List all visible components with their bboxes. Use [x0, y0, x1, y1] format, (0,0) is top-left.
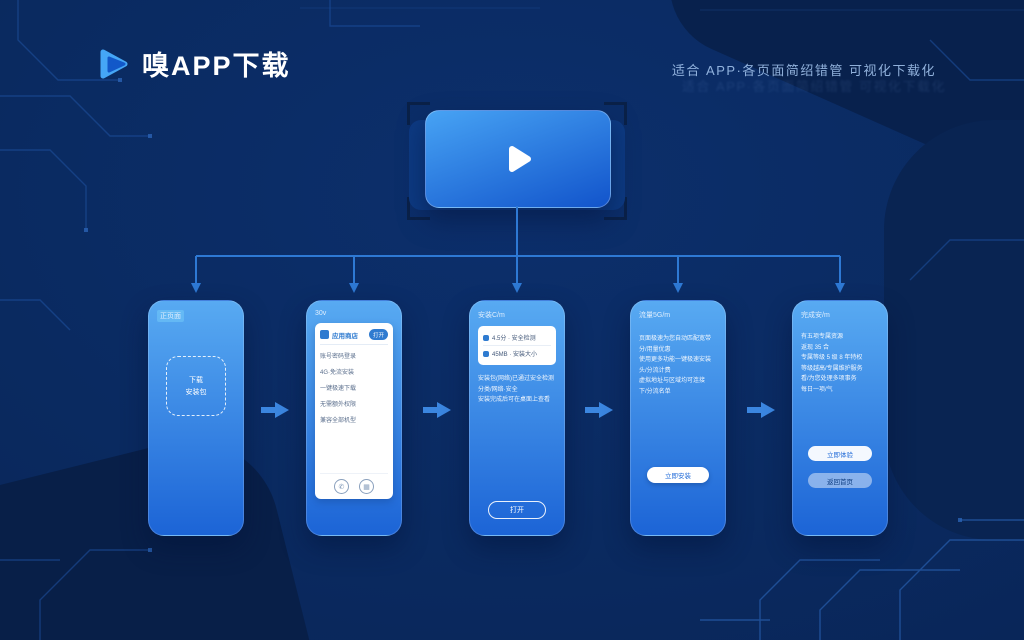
store-row: 账号密码登录 — [320, 353, 357, 360]
phone-step-4: 流量5G/m 页面极速为您自动匹配宽带 分/用量优惠 使用更多功能一键极速安装 … — [630, 300, 726, 536]
rating-card: 4.5分 · 安全检测 45MB · 安装大小 — [478, 326, 556, 365]
tagline-text: 适合 APP·各页面简绍错管 可视化下载化 — [671, 63, 936, 78]
phone-step-2: 30v 应用商店 打开 账号密码登录 4G·免流安装 一键极速下载 无需额外权限… — [306, 300, 402, 536]
phone-step-1: 正页面 下载 安装包 — [148, 300, 244, 536]
dropzone-line-2: 安装包 — [185, 389, 207, 396]
info-line: 下/分流名单 — [639, 388, 671, 395]
video-card-group — [407, 102, 627, 220]
bullet-icon — [483, 350, 489, 357]
divider — [320, 344, 388, 345]
app-avatar-icon — [320, 330, 329, 339]
info-line: 安装包(网络)已通过安全检测 — [478, 376, 554, 382]
frame-bracket-top-left-icon — [407, 102, 430, 125]
frame-bracket-bottom-left-icon — [407, 197, 430, 220]
info-line: 分/用量优惠 — [639, 346, 671, 353]
store-card: 应用商店 打开 账号密码登录 4G·免流安装 一键极速下载 无需额外权限 兼容全… — [315, 323, 393, 499]
video-card[interactable] — [425, 110, 611, 208]
phone-2-label: 30v — [315, 310, 327, 317]
phone-step-3: 安装C/m 4.5分 · 安全检测 45MB · 安装大小 安装包(网络)已通过… — [469, 300, 565, 536]
info-line: 等级越高/专属维护服务 — [801, 365, 863, 372]
store-open-button[interactable]: 打开 — [368, 329, 388, 340]
primary-action-button[interactable]: 立即体验 — [808, 446, 872, 461]
info-line: 分类/网络·安全 — [478, 386, 518, 393]
phone-5-label: 完成安/m — [801, 312, 830, 319]
bullet-icon — [483, 334, 489, 341]
rating-row: 45MB · 安装大小 — [492, 352, 538, 358]
store-row: 一键极速下载 — [320, 385, 357, 392]
frame-bracket-bottom-right-icon — [604, 197, 627, 220]
info-line: 专属等级 5 级 8 年特权 — [801, 355, 863, 361]
flow-arrow-right-icon — [584, 400, 614, 420]
install-button[interactable]: 立即安装 — [647, 467, 709, 483]
info-line: 看/为您处理多项事务 — [801, 376, 857, 382]
rating-row: 4.5分 · 安全检测 — [492, 336, 536, 342]
frame-bracket-top-right-icon — [604, 102, 627, 125]
flow-arrow-right-icon — [746, 400, 776, 420]
info-line: 使用更多功能一键极速安装 — [639, 357, 712, 363]
store-app-name: 应用商店 — [332, 332, 358, 340]
info-line: 虚拟地址与区域均可连接 — [639, 378, 706, 384]
dropzone-line-1: 下载 — [189, 377, 203, 384]
info-line: 页面极速为您自动匹配宽带 — [639, 336, 712, 342]
phone-3-label: 安装C/m — [478, 312, 505, 319]
phone-4-label: 流量5G/m — [639, 312, 671, 319]
info-line: 有五项专属资源 — [801, 334, 844, 340]
flow-arrow-right-icon — [422, 400, 452, 420]
phone-icon: ✆ — [334, 479, 349, 494]
play-logo-icon — [100, 49, 128, 78]
info-line: 安装完成后可在桌面上查看 — [478, 397, 551, 403]
store-row: 4G·免流安装 — [320, 369, 355, 376]
info-line: 每日一项/气 — [801, 386, 833, 393]
download-dropzone[interactable]: 下载 安装包 — [166, 356, 226, 416]
app-logo: 嗅APP下载 — [96, 44, 291, 83]
phone-1-label: 正页面 — [157, 310, 184, 322]
logo-text: 嗅APP下载 — [142, 51, 291, 81]
phone-step-5: 完成安/m 有五项专属资源 返现 35 合 专属等级 5 级 8 年特权 等级越… — [792, 300, 888, 536]
info-line: 头/分流计费 — [639, 367, 671, 374]
store-row: 无需额外权限 — [320, 401, 357, 408]
play-icon[interactable] — [498, 139, 538, 179]
open-button[interactable]: 打开 — [488, 501, 546, 519]
flow-arrow-right-icon — [260, 400, 290, 420]
info-line: 返现 35 合 — [801, 344, 830, 351]
grid-icon: ▦ — [359, 479, 374, 494]
secondary-action-button[interactable]: 返回首页 — [808, 473, 872, 488]
store-row: 兼容全部机型 — [320, 417, 357, 424]
